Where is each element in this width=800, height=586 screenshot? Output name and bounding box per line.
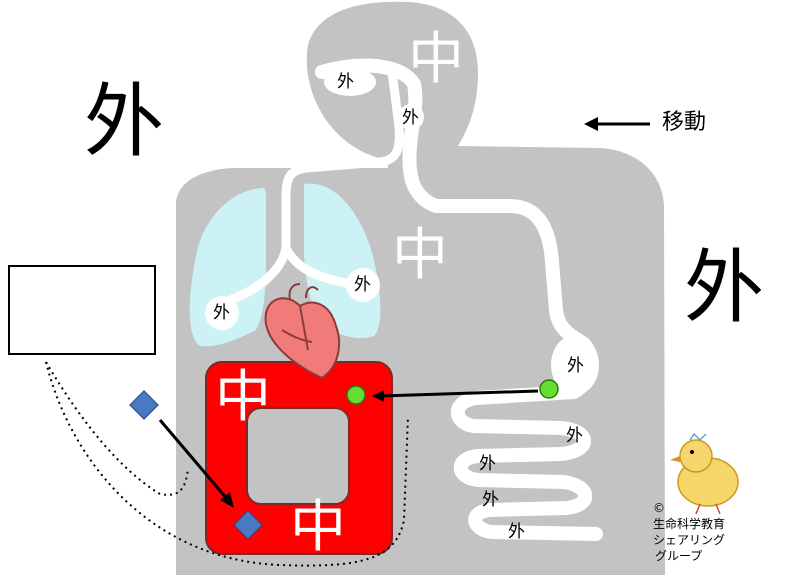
outside-label-stomach: 外 — [567, 356, 584, 376]
outside-label-right: 外 — [684, 241, 764, 334]
move-legend-label: 移動 — [662, 110, 707, 135]
outside-label-intestine-3: 外 — [482, 490, 499, 510]
outside-label-intestine-4: 外 — [508, 522, 525, 542]
inside-label-chest: 中 — [392, 223, 448, 288]
entry-arrow — [158, 419, 230, 501]
outside-label-right-lung: 外 — [354, 275, 371, 295]
right-lung-bubble — [346, 268, 380, 302]
entry-arrowhead — [220, 492, 234, 508]
absorption-arrow — [379, 389, 539, 398]
outside-label-mouth: 外 — [337, 72, 354, 92]
move-arrowhead — [584, 117, 598, 131]
inside-label-circulation-bottom: 中 — [290, 495, 346, 560]
throat-bubble — [398, 104, 424, 130]
mouth-cavity — [324, 68, 376, 96]
absorption-arrowhead — [372, 390, 384, 402]
outside-label-intestine-2: 外 — [479, 454, 496, 474]
circulation-inner-hole — [246, 407, 350, 505]
credit-line-2: シェアリング — [653, 533, 726, 547]
credit-line-3: グループ — [655, 549, 703, 563]
credit-text: © 生命科学教育 シェアリング グループ — [653, 500, 773, 564]
outside-label-throat: 外 — [402, 108, 419, 128]
chick-icon — [670, 432, 739, 515]
inside-label-head: 中 — [408, 27, 464, 92]
windpipe — [217, 67, 404, 309]
green-nutrient-dot-gut — [539, 379, 559, 399]
blue-diamond-outside — [129, 390, 159, 420]
empty-answer-box — [8, 265, 156, 355]
outside-label-left: 外 — [84, 75, 164, 168]
credit-line-1: 生命科学教育 — [653, 517, 726, 531]
green-nutrient-dot-blood — [346, 385, 366, 405]
inside-label-circulation-top: 中 — [215, 365, 271, 430]
outside-label-left-lung: 外 — [213, 303, 230, 323]
outside-label-intestine-1: 外 — [566, 426, 583, 446]
left-lung-bubble — [205, 296, 239, 330]
stomach — [551, 335, 599, 395]
blue-diamond-inside — [233, 510, 263, 540]
dotted-path-outer — [45, 361, 409, 567]
copyright-mark: © — [653, 501, 665, 515]
heart-icon — [264, 283, 340, 380]
